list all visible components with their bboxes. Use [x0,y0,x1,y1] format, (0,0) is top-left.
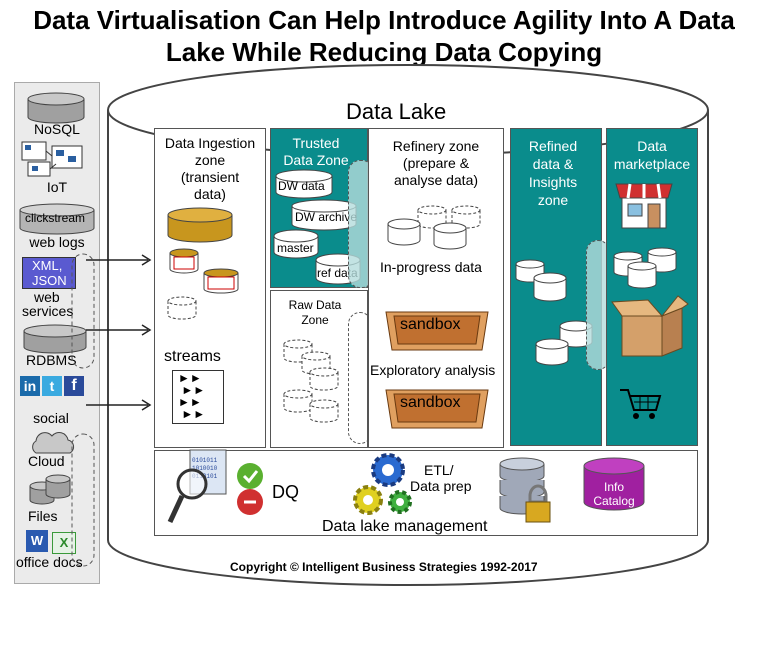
facebook-icon: f [64,376,84,396]
web-label: web [34,289,60,305]
virtual-source-connectors [71,253,95,567]
copyright: Copyright © Intelligent Business Strateg… [230,560,538,574]
refined-cylinders [515,259,593,366]
services-label: services [22,303,74,319]
dq-label: DQ [272,482,299,502]
refined-title-3: Insights [528,174,578,190]
info-catalog-cylinder [583,457,645,511]
officedocs-label: office docs [16,554,83,570]
dq-status-icons [237,463,263,515]
sandbox-bottom-label: sandbox [400,394,461,411]
iot-diagram-icon [21,141,83,177]
refinery-title-2: (prepare & [402,155,470,171]
refinery-title-1: Refinery zone [392,138,480,154]
iot-label: IoT [46,179,68,195]
raw-cylinders [283,339,339,423]
dw-data-label: DW data [278,179,325,193]
weblogs-label: web logs [29,234,85,250]
json-label: JSON [32,273,67,288]
management-label: Data lake management [322,518,488,535]
inprogress-cylinders [387,205,481,250]
social-label: social [33,410,69,426]
excel-doc-icon: X [52,532,76,554]
sandbox-top-label: sandbox [400,316,461,333]
trusted-title-1: Trusted [292,135,340,151]
lake-title: Data Lake [346,99,447,124]
ingestion-title-4: data) [194,186,226,202]
trusted-cylinders [273,169,361,285]
shopping-cart-icon [620,389,662,419]
stream-arrows-glyph: ►► ►►►► ►► [178,371,206,421]
exploratory-label: Exploratory analysis [370,362,496,378]
etl-label-2: Data prep [410,478,472,494]
svg-text:0101011: 0101011 [192,457,218,464]
nosql-db-icon [27,92,85,124]
marketplace-title-1: Data [637,138,667,154]
marketplace-title-2: marketplace [613,156,691,172]
ingestion-title-2: zone [194,152,226,168]
cloud-label: Cloud [28,453,65,469]
trusted-title-2: Data Zone [283,152,349,168]
cloud-icon [32,432,75,454]
raw-title-1: Raw Data [288,298,342,312]
word-doc-icon: W [26,530,48,552]
data-quality-magnifier-icon: 0101011 1010010 0110101 [167,449,227,524]
refined-title-1: Refined [528,138,578,154]
refinery-title-3: analyse data) [393,172,479,188]
title-line-2: Lake While Reducing Data Copying [165,37,603,67]
ref-data-label: ref data [317,266,358,280]
twitter-icon: t [42,376,62,396]
xml-label: XML, [32,258,63,273]
files-db-icon [29,474,71,505]
files-label: Files [28,508,58,524]
rdbms-label: RDBMS [26,352,77,368]
streams-icon [172,370,224,424]
storefront-icon [615,183,673,229]
raw-title-2: Zone [301,313,329,327]
master-label: master [277,241,314,255]
xml-json-icon [22,257,76,289]
streams-label: streams [164,348,221,365]
ingestion-title-1: Data Ingestion [164,135,256,151]
source-arrows [86,254,152,411]
clickstream-label: clickstream [25,211,86,225]
dw-archive-label: DW archive [295,210,358,224]
linkedin-icon: in [20,376,40,396]
marketplace-cylinders [613,247,677,289]
clickstream-db-icon [19,203,95,235]
page-title: Data Virtualisation Can Help Introduce A… [0,4,768,68]
secure-database-icon [499,457,551,523]
svg-text:1010010: 1010010 [192,465,218,472]
info-catalog-label-1: Info [603,480,624,494]
sandbox-bottom-icon [385,389,489,429]
sandbox-top-icon [385,311,489,351]
ingestion-title-3: (transient [180,169,240,185]
etl-label-1: ETL/ [424,462,454,478]
refined-title-2: data & [532,156,574,172]
info-catalog-label-2: Catalog [593,494,635,508]
ingestion-cylinders [167,207,239,320]
etl-gears-icon [353,453,412,515]
title-line-1: Data Virtualisation Can Help Introduce A… [33,5,735,35]
open-box-icon [611,295,689,357]
inprogress-label: In-progress data [380,259,482,275]
refined-title-4: zone [537,192,569,208]
nosql-label: NoSQL [34,121,80,137]
rdbms-db-icon [23,324,87,354]
